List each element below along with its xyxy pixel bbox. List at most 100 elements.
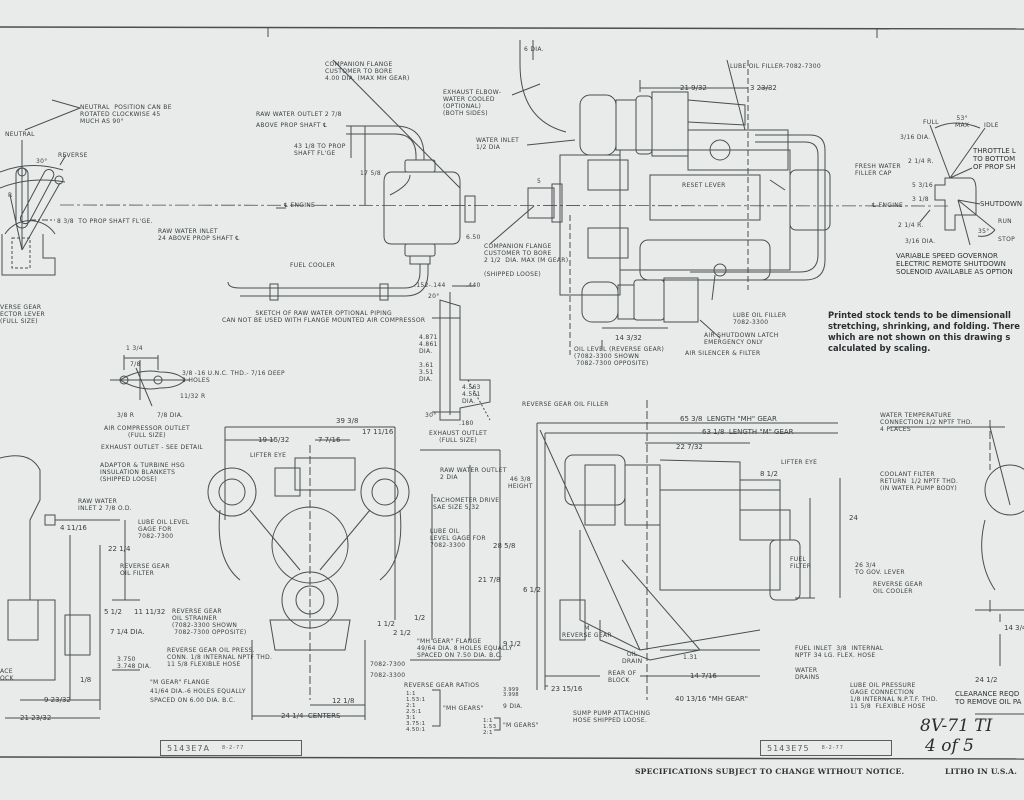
dim-1-1-2: 1 1/2 [377,620,395,628]
dim-23-15-16: 23 15/16 [551,685,583,693]
dim-22-7-32: 22 7/32 [676,443,703,451]
dim-24-1-2: 24 1/2 [975,676,998,684]
air-silencer-label: AIR SILENCER & FILTER [685,350,761,357]
exhaust-elbow-note: EXHAUST ELBOW-WATER COOLED(OPTIONAL)(BOT… [443,89,502,117]
dim-3-23-32: 3 23/32 [750,84,777,92]
governor-dim-5: 5 3/16 [912,182,933,189]
governor-idle-label: IDLE [984,122,999,129]
front-lifter-eye: LIFTER EYE [250,452,287,459]
governor-diagram [919,122,996,246]
engine-left-partial-view [0,455,140,719]
shutdown-label: SHUTDOWN [980,200,1023,208]
engine-centerline-label-2: ℄ ENGINE [872,202,904,209]
dim-8-1-2: 8 1/2 [760,470,778,478]
top-border-line [0,26,1024,30]
part-7082-7300: 7082-7300 [370,661,406,668]
reverse-label: REVERSE [58,152,88,159]
six-dia-dim: 6 DIA. [524,46,544,53]
dim-12-1-8: 12 1/8 [332,697,355,705]
governor-full-label: FULL [923,119,939,126]
governor-radius-1: 2 1/4 R. [908,158,934,165]
dim-131: 1.31 [683,654,698,661]
nine-dia-label: 9 DIA. [503,703,523,710]
dim-40-13-16: 40 13/16 "MH GEAR" [675,695,748,703]
flange-dim-7-8: 7/8 [130,361,141,368]
engine-centerline-label: ℄ ENGINE [284,202,316,209]
engine-front-view [207,426,501,720]
dim-22-1-4: 22 1/4 [108,545,131,553]
angle-label: 30° [36,158,48,165]
radius-label: R [8,192,13,199]
reverse-gear-oil-press-note: REVERSE GEAR OIL PRESS.CONN. 1/8 INTERNA… [167,647,273,668]
flange-radius-3-8: 3/8 R [117,412,135,419]
governor-dia-2: 3/16 DIA. [905,238,936,245]
exhaust-outlet-detail [432,285,491,421]
reverse-gear-oil-filler: REVERSE GEAR OIL FILLER [522,401,609,408]
dim-14-3-32: 14 3/32 [615,334,642,342]
governor-radius-2: 2 1/4 R. [898,222,924,229]
dim-21-9-32: 21 9/32 [680,84,707,92]
exhaust-see-detail: EXHAUST OUTLET - SEE DETAIL [101,444,204,451]
exhaust-dim-152: .152-.144 [414,282,446,289]
dim-28-5-8: 28 5/8 [493,542,516,550]
to-prop-dim: 8 3/8 TO PROP SHAFT FL'GE. [57,218,153,225]
exhaust-dim-30deg: 30° [425,412,437,419]
governor-dia-1: 3/16 DIA. [900,134,931,141]
dim-5: 5 [537,178,542,185]
exhaust-dim-440: .440 [466,282,481,289]
exhaust-outlet-caption: EXHAUST OUTLET(FULL SIZE) [429,430,488,444]
dim-14-3-4: 14 3/4 [1004,624,1024,632]
dim-21-23-32: 21 23/32 [20,714,52,722]
air-compressor-outlet-caption: AIR COMPRESSOR OUTLET(FULL SIZE) [104,425,190,439]
dim-9-23-32: 9 23/32 [44,696,71,704]
governor-max-label: 53° MAX [955,115,970,129]
handwritten-sheet: 4 of 5 [925,736,974,756]
run-label: RUN [998,218,1012,225]
height-dim: 17 5/8 [360,170,381,177]
engine-side-view [536,400,841,700]
dim-1-2: 1/2 [414,614,426,622]
m-ratios-bracket [494,717,501,731]
footer-litho: LITHO IN U.S.A. [945,767,1018,776]
flange-dim-1-3-4: 1 3/4 [126,345,143,352]
dim-11-11-32: 11 11/32 [134,608,166,616]
dim-24: 24 [849,514,858,522]
flange-dia: 7/8 DIA. [157,412,184,419]
dim-19-15-32: 19 15/32 [258,436,290,444]
